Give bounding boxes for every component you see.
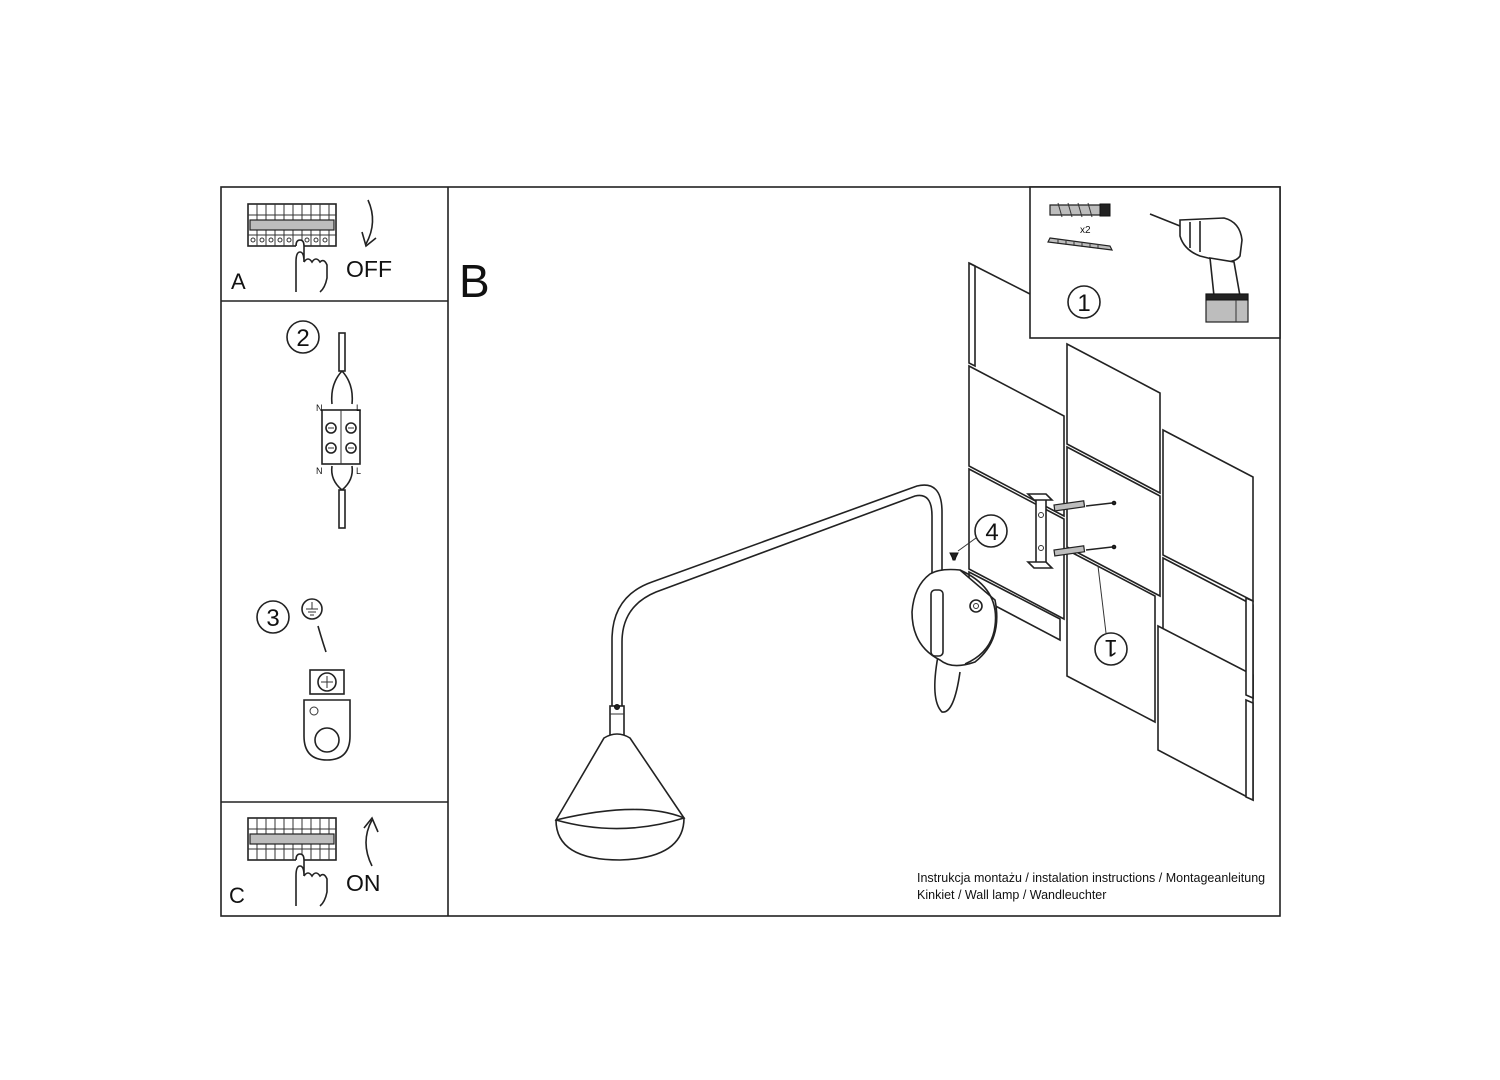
turn-off-arrow-icon <box>361 199 377 248</box>
wall-tile-12 <box>1245 698 1254 802</box>
step-1-circle <box>1067 285 1101 319</box>
wall-callout-leader <box>1097 565 1107 634</box>
turn-on-arrow-icon <box>363 816 379 867</box>
ground-terminal-icon <box>303 669 351 761</box>
wall-top-edge <box>968 262 1031 295</box>
screw-icon-upper <box>1053 500 1117 512</box>
connector-step: 2 N L N L <box>286 320 361 529</box>
step-2-circle <box>286 320 320 354</box>
ground-step: 3 <box>256 598 351 761</box>
breaker-panel-icon <box>247 203 337 247</box>
wall-tile-11 <box>1245 596 1254 700</box>
ground-symbol-icon <box>301 598 323 620</box>
step-3-number: 3 <box>266 605 279 632</box>
lamp-arm-inner <box>621 494 933 706</box>
breaker-panel-icon-on <box>247 817 337 861</box>
footer-line-1: Instrukcja montażu / instalation instruc… <box>917 871 1265 885</box>
lamp-arm-sleeve <box>930 589 944 657</box>
wall-tile-2 <box>968 364 1065 518</box>
wall-lamp-illustration <box>554 484 998 861</box>
wall-callout-circle <box>1094 632 1128 666</box>
wire-l-bottom: L <box>356 466 361 476</box>
terminal-block-icon <box>321 409 361 465</box>
wall-tiles <box>968 261 1254 802</box>
ground-wire <box>317 625 327 653</box>
quantity-label: x2 <box>1080 225 1091 236</box>
drill-icon <box>1149 213 1249 323</box>
hand-icon-on <box>295 853 328 907</box>
breaker-off-illustration: A OFF <box>231 199 392 294</box>
lamp-socket-icon <box>609 704 625 739</box>
step-1-number: 1 <box>1077 290 1090 317</box>
lamp-arm-outer <box>611 484 943 706</box>
outer-frame <box>220 186 1281 917</box>
lamp-cable <box>934 655 961 713</box>
wall-tile-6 <box>1066 445 1161 598</box>
wire-pair-top <box>330 332 354 405</box>
footer-line-2: Kinkiet / Wall lamp / Wandleuchter <box>917 888 1106 902</box>
step-2-number: 2 <box>296 325 309 352</box>
wall-tile-5 <box>1066 342 1161 495</box>
small-screw-icon <box>949 552 959 561</box>
screw-icon-lower <box>1053 544 1117 557</box>
panel-c-label: C <box>229 883 245 908</box>
anchor-icon <box>1049 202 1111 218</box>
wire-n-top: N <box>316 403 323 413</box>
wire-pair-bottom <box>330 465 354 529</box>
mounting-bracket-icon <box>1026 493 1054 569</box>
step-4-circle <box>974 514 1008 548</box>
panel-b-label: B <box>459 255 490 307</box>
screw-icon <box>1047 237 1114 251</box>
wall-tile-1 <box>968 261 976 368</box>
wire-n-bottom: N <box>316 466 323 476</box>
step-4-number: 4 <box>985 519 998 546</box>
on-label: ON <box>346 870 381 896</box>
step-4-leader <box>957 537 977 552</box>
step-3-circle <box>256 600 290 634</box>
mounting-hardware <box>949 493 1117 569</box>
lamp-shade-icon <box>554 733 686 861</box>
breaker-on-illustration: C ON <box>229 816 381 908</box>
wall-callout-number: 1 <box>1104 634 1117 661</box>
off-label: OFF <box>346 256 392 282</box>
hand-icon <box>295 239 328 293</box>
wire-l-top: L <box>356 403 361 413</box>
panel-a-label: A <box>231 269 246 294</box>
